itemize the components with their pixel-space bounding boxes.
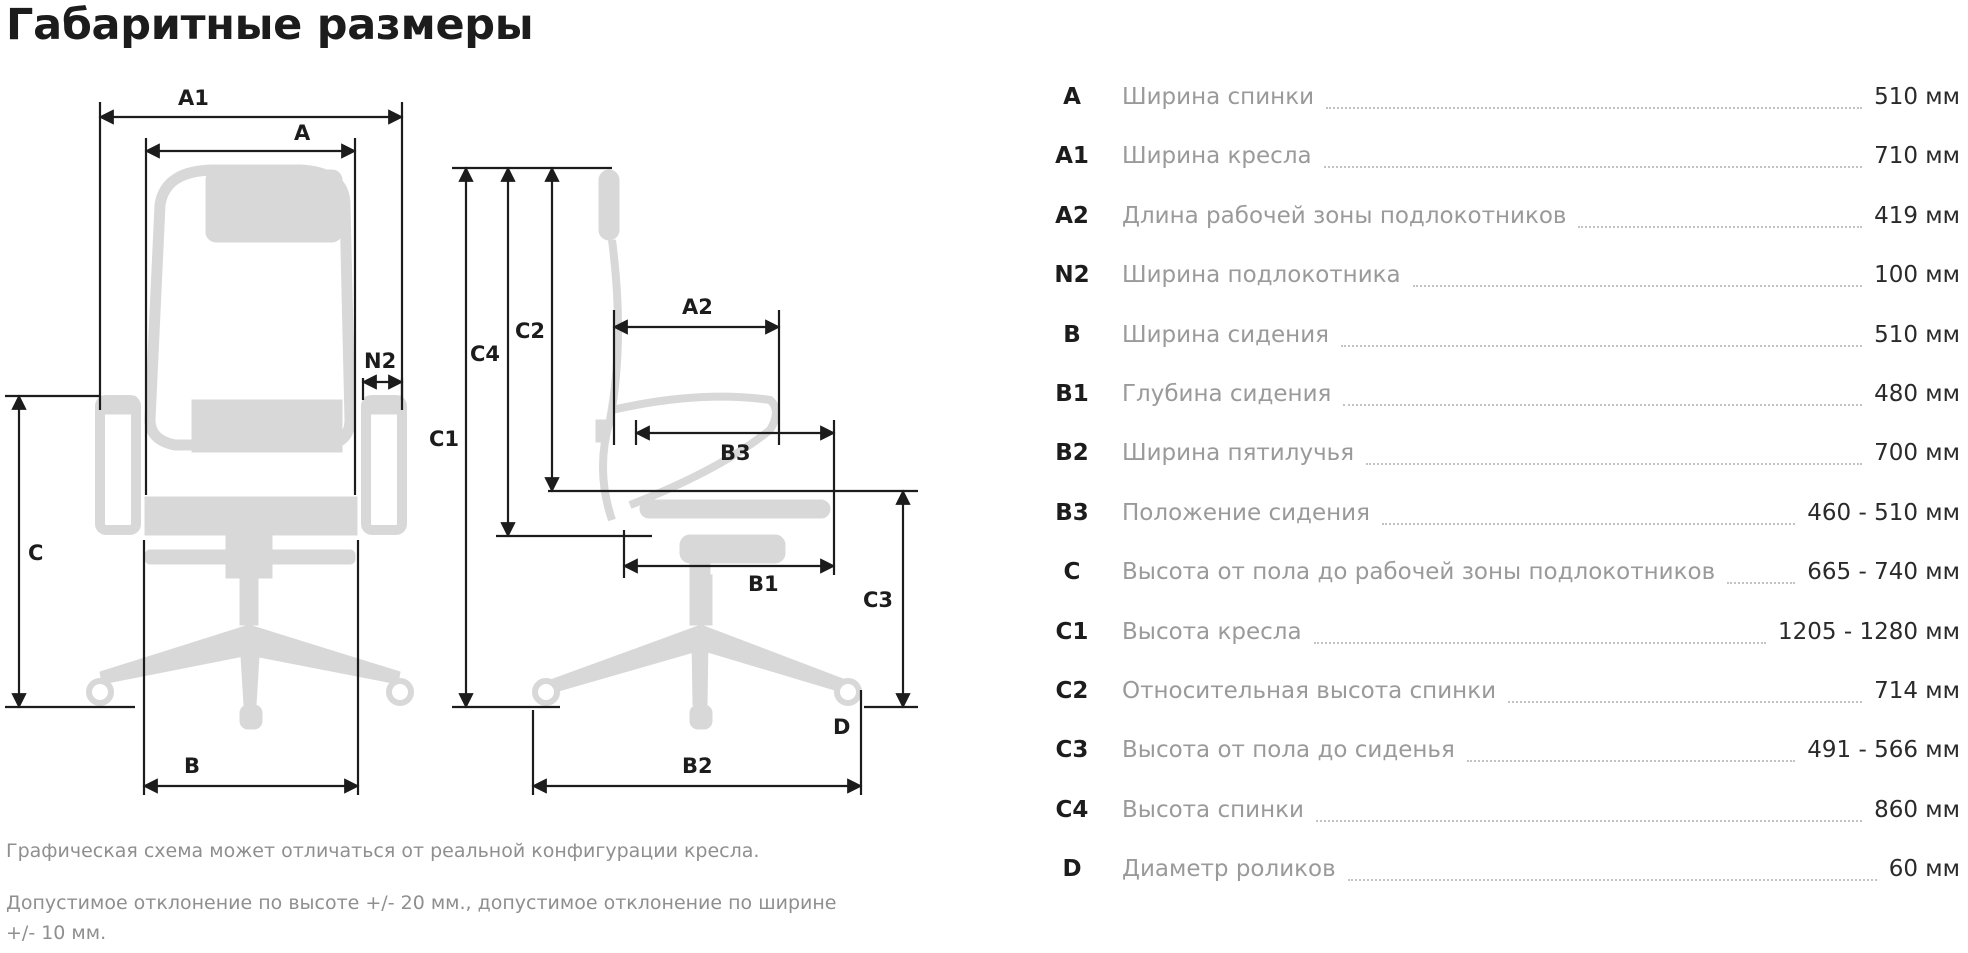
spec-row: A2 Длина рабочей зоны подлокотников 419 …	[1042, 196, 1960, 255]
spec-leader	[1323, 136, 1863, 169]
dim-label-d: D	[833, 715, 850, 739]
dim-label-c: C	[28, 541, 43, 565]
spec-code: C	[1063, 559, 1081, 586]
note-schema: Графическая схема может отличаться от ре…	[6, 840, 760, 862]
spec-code: B3	[1055, 499, 1089, 526]
spec-leader	[1313, 612, 1766, 644]
dim-label-b: B	[184, 754, 200, 778]
spec-row: B Ширина сидения 510 мм	[1042, 315, 1960, 374]
spec-name: Высота от пола до сиденья	[1122, 737, 1455, 764]
dim-label-c1: C1	[429, 427, 459, 451]
spec-name: Высота от пола до рабочей зоны подлокотн…	[1122, 559, 1716, 586]
spec-row: D Диаметр роликов 60 мм	[1042, 849, 1960, 908]
spec-code: C3	[1055, 737, 1089, 764]
spec-value: 714 мм	[1874, 677, 1960, 704]
spec-name: Относительная высота спинки	[1122, 677, 1497, 704]
spec-name: Диаметр роликов	[1122, 856, 1336, 883]
spec-row: N2 Ширина подлокотника 100 мм	[1042, 255, 1960, 314]
spec-value: 60 мм	[1888, 856, 1960, 883]
spec-code: A	[1063, 84, 1081, 110]
spec-row: B1 Глубина сидения 480 мм	[1042, 374, 1960, 433]
spec-row: C2 Относительная высота спинки 714 мм	[1042, 671, 1960, 730]
spec-row: B3 Положение сидения 460 - 510 мм	[1042, 493, 1960, 552]
spec-code: A1	[1055, 143, 1089, 170]
spec-code: D	[1062, 856, 1082, 883]
page-title: Габаритные размеры	[6, 0, 534, 50]
spec-leader	[1366, 433, 1863, 466]
dim-label-c2: C2	[515, 319, 545, 343]
spec-leader	[1508, 671, 1863, 703]
spec-row: C1 Высота кресла 1205 - 1280 мм	[1042, 612, 1960, 671]
spec-name: Длина рабочей зоны подлокотников	[1122, 202, 1567, 229]
spec-leader	[1347, 849, 1877, 882]
spec-value: 1205 - 1280 мм	[1777, 618, 1960, 645]
dim-label-a1: A1	[178, 86, 209, 110]
front-dimension-lines	[5, 102, 404, 795]
spec-code: B	[1063, 321, 1081, 348]
spec-value: 510 мм	[1874, 321, 1960, 348]
spec-code: C2	[1055, 677, 1089, 704]
side-chair-illustration	[532, 169, 862, 730]
spec-value: 710 мм	[1874, 143, 1960, 170]
dim-label-a: A	[294, 121, 311, 145]
front-chair-illustration	[86, 164, 414, 730]
notes: Графическая схема может отличаться от ре…	[6, 836, 866, 948]
spec-value: 460 - 510 мм	[1807, 499, 1960, 526]
spec-row: A Ширина спинки 510 мм	[1042, 77, 1960, 136]
spec-leader	[1412, 255, 1863, 288]
spec-name: Ширина пятилучья	[1122, 440, 1355, 467]
spec-name: Ширина спинки	[1122, 84, 1315, 110]
spec-name: Высота кресла	[1122, 618, 1302, 645]
dim-label-c3: C3	[863, 588, 893, 612]
spec-value: 480 мм	[1874, 380, 1960, 407]
spec-row: C4 Высота спинки 860 мм	[1042, 790, 1960, 849]
spec-code: C1	[1055, 618, 1089, 645]
spec-name: Высота спинки	[1122, 796, 1304, 823]
spec-value: 860 мм	[1874, 796, 1960, 823]
spec-code: N2	[1054, 262, 1090, 289]
side-dimension-lines	[452, 166, 918, 795]
spec-code: B1	[1055, 380, 1089, 407]
spec-value: 491 - 566 мм	[1807, 737, 1960, 764]
spec-table: A Ширина спинки 510 мм A1 Ширина кресла …	[1042, 77, 1960, 908]
spec-value: 419 мм	[1874, 202, 1960, 229]
dim-label-b1: B1	[748, 572, 779, 596]
spec-name: Ширина сидения	[1122, 321, 1329, 348]
spec-name: Глубина сидения	[1122, 380, 1332, 407]
spec-value: 665 - 740 мм	[1807, 559, 1960, 586]
spec-code: C4	[1055, 796, 1089, 823]
spec-row: A1 Ширина кресла 710 мм	[1042, 136, 1960, 195]
spec-leader	[1315, 790, 1863, 822]
spec-row: B2 Ширина пятилучья 700 мм	[1042, 433, 1960, 492]
spec-leader	[1343, 374, 1863, 406]
dim-label-b2: B2	[682, 754, 713, 778]
spec-code: B2	[1055, 440, 1089, 467]
spec-name: Ширина кресла	[1122, 143, 1312, 170]
spec-leader	[1326, 77, 1863, 109]
dim-label-b3: B3	[720, 441, 751, 465]
dim-label-a2: A2	[682, 295, 713, 319]
spec-value: 510 мм	[1874, 84, 1960, 110]
chair-dimensions-diagram: A1 A N2 C B C1 C4 C2 A2 B3 B1 C3 D B2	[5, 86, 918, 795]
spec-leader	[1341, 315, 1863, 347]
spec-row: C Высота от пола до рабочей зоны подлоко…	[1042, 552, 1960, 611]
dim-label-n2: N2	[364, 349, 396, 373]
dim-label-c4: C4	[470, 342, 500, 366]
spec-leader	[1466, 730, 1796, 763]
spec-leader	[1578, 196, 1863, 228]
spec-code: A2	[1055, 202, 1089, 229]
note-tolerance: Допустимое отклонение по высоте +/- 20 м…	[6, 892, 837, 944]
spec-leader	[1381, 493, 1796, 525]
spec-value: 100 мм	[1874, 262, 1960, 289]
spec-value: 700 мм	[1874, 440, 1960, 467]
spec-leader	[1727, 552, 1796, 585]
spec-name: Положение сидения	[1122, 499, 1370, 526]
spec-row: C3 Высота от пола до сиденья 491 - 566 м…	[1042, 730, 1960, 789]
spec-name: Ширина подлокотника	[1122, 262, 1401, 289]
